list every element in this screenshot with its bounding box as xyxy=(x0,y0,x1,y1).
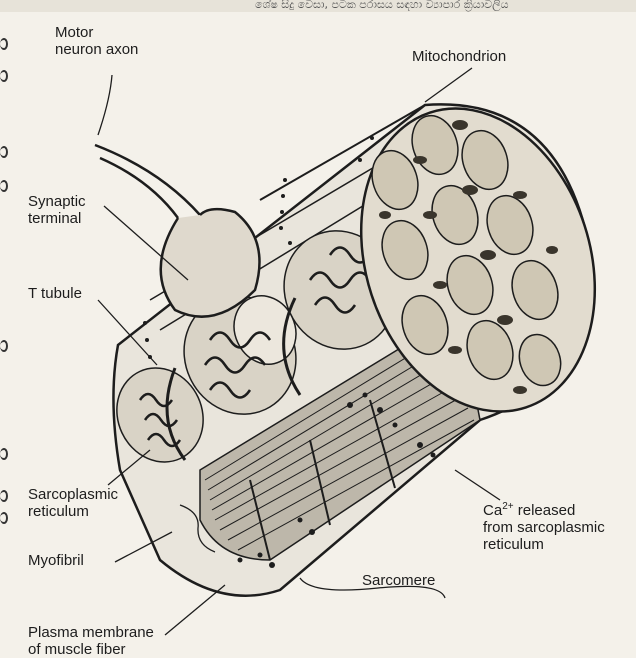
label-ca-released: Ca2+ released from sarcoplasmic reticulu… xyxy=(483,498,605,553)
label-sarcoplasmic-reticulum: Sarcoplasmic reticulum xyxy=(28,486,118,520)
synaptic-terminal xyxy=(161,209,260,317)
label-sarcomere: Sarcomere xyxy=(362,572,435,589)
label-myofibril: Myofibril xyxy=(28,552,84,569)
ca-superscript: 2+ xyxy=(502,501,513,512)
label-motor-neuron-axon: Motor neuron axon xyxy=(55,24,138,58)
ca-text: Ca xyxy=(483,502,502,519)
label-t-tubule: T tubule xyxy=(28,285,82,302)
label-mitochondrion: Mitochondrion xyxy=(412,48,506,65)
motor-neuron-axon xyxy=(95,145,200,215)
label-synaptic-terminal: Synaptic terminal xyxy=(28,193,86,227)
